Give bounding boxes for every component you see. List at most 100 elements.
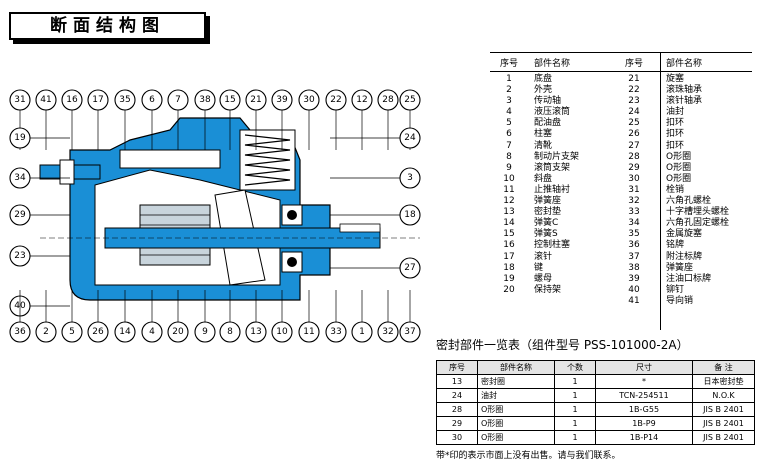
callout-number: 22 bbox=[330, 95, 341, 105]
part-no: 14 bbox=[503, 218, 515, 229]
seal-kit-cell: TCN-254511 bbox=[595, 388, 693, 403]
callout-circle bbox=[325, 321, 347, 343]
seal-kit-cell: 1 bbox=[554, 374, 596, 389]
part-no: 24 bbox=[628, 107, 640, 118]
callout-number: 23 bbox=[14, 251, 25, 261]
callout-32: 32 bbox=[377, 290, 399, 343]
callout-8: 8 bbox=[219, 290, 241, 343]
part-name: 扣环 bbox=[666, 129, 685, 140]
callout-36: 36 bbox=[9, 290, 31, 343]
part-no: 23 bbox=[628, 96, 640, 107]
seal-kit-cell: 1 bbox=[554, 388, 596, 403]
callout-24: 24 bbox=[330, 127, 421, 149]
part-name: 弹簧座 bbox=[666, 262, 694, 273]
callout-11: 11 bbox=[298, 290, 320, 343]
callout-number: 20 bbox=[172, 327, 184, 337]
callout-number: 12 bbox=[356, 95, 367, 105]
callout-7: 7 bbox=[167, 89, 189, 150]
callout-40: 40 bbox=[9, 295, 70, 317]
callout-circle bbox=[271, 321, 293, 343]
seal-header-note: 备 注 bbox=[692, 360, 755, 375]
parts-table-header: 序号 部件名称 序号 部件名称 bbox=[490, 52, 752, 72]
part-name: 保持架 bbox=[534, 284, 562, 295]
callout-circle bbox=[399, 321, 421, 343]
callout-number: 18 bbox=[404, 210, 416, 220]
callout-circle bbox=[35, 321, 57, 343]
part-name: 密封垫 bbox=[534, 207, 562, 218]
callout-number: 17 bbox=[92, 95, 103, 105]
callout-14: 14 bbox=[114, 290, 136, 343]
callout-number: 29 bbox=[14, 210, 26, 220]
callout-39: 39 bbox=[271, 89, 293, 150]
callout-circle bbox=[194, 321, 216, 343]
seal-kit-cell: 1B-G55 bbox=[595, 402, 693, 417]
callout-number: 38 bbox=[199, 95, 211, 105]
callout-9: 9 bbox=[194, 290, 216, 343]
callout-22: 22 bbox=[325, 89, 347, 150]
callout-circle bbox=[9, 245, 31, 267]
part-no: 17 bbox=[503, 251, 515, 262]
seal-kit-note: 带*印的表示市面上没有出售。请与我们联系。 bbox=[436, 451, 621, 461]
callout-13: 13 bbox=[245, 290, 267, 343]
part-no: 41 bbox=[628, 295, 640, 306]
part-name: 键 bbox=[534, 262, 544, 273]
callout-number: 2 bbox=[43, 327, 49, 337]
callout-number: 9 bbox=[202, 327, 208, 337]
part-no: 40 bbox=[628, 284, 640, 295]
part-no: 28 bbox=[628, 151, 640, 162]
callout-number: 39 bbox=[276, 95, 288, 105]
callout-circle bbox=[399, 167, 421, 189]
part-name: 滚筒支架 bbox=[534, 162, 571, 173]
callout-circle bbox=[61, 321, 83, 343]
callout-number: 33 bbox=[330, 327, 341, 337]
callout-circle bbox=[377, 321, 399, 343]
control-piston bbox=[119, 149, 221, 169]
seal-kit-cell: 28 bbox=[436, 402, 478, 417]
part-name: 螺母 bbox=[534, 273, 553, 284]
part-name: 滚珠轴承 bbox=[666, 85, 703, 96]
part-no: 21 bbox=[628, 74, 640, 84]
callout-circle bbox=[219, 89, 241, 111]
callout-41: 41 bbox=[35, 89, 57, 150]
callout-number: 28 bbox=[382, 95, 394, 105]
part-no: 18 bbox=[503, 262, 515, 273]
part-name: 液压滚筒 bbox=[534, 107, 571, 118]
callout-number: 3 bbox=[407, 173, 413, 183]
header-no-2: 序号 bbox=[624, 59, 643, 69]
part-name: 底盘 bbox=[534, 74, 553, 84]
part-no: 32 bbox=[628, 196, 640, 207]
callout-number: 7 bbox=[175, 95, 181, 105]
part-no: 4 bbox=[506, 107, 512, 118]
callout-number: 36 bbox=[14, 327, 26, 337]
seal-kit-cell: 日本密封垫 bbox=[692, 374, 755, 389]
part-no: 1 bbox=[506, 74, 512, 84]
part-name: 制动片支架 bbox=[534, 151, 580, 162]
callout-circle bbox=[9, 321, 31, 343]
seal-kit-cell: O形圈 bbox=[477, 430, 555, 445]
callout-12: 12 bbox=[351, 89, 373, 150]
part-no: 36 bbox=[628, 240, 640, 251]
callout-number: 21 bbox=[250, 95, 261, 105]
pump-body bbox=[39, 117, 420, 301]
seal-header-size: 尺寸 bbox=[595, 360, 693, 375]
seal-kit-cell: O形圈 bbox=[477, 402, 555, 417]
part-name: 清靴 bbox=[534, 140, 553, 151]
part-no: 13 bbox=[503, 207, 515, 218]
callout-20: 20 bbox=[167, 290, 189, 343]
part-name: 弹簧S bbox=[534, 229, 558, 240]
callout-circle bbox=[399, 204, 421, 226]
part-name: O形圈 bbox=[666, 151, 692, 162]
seal-kit-header-row: 序号 部件名称 个数 尺寸 备 注 bbox=[436, 360, 755, 375]
